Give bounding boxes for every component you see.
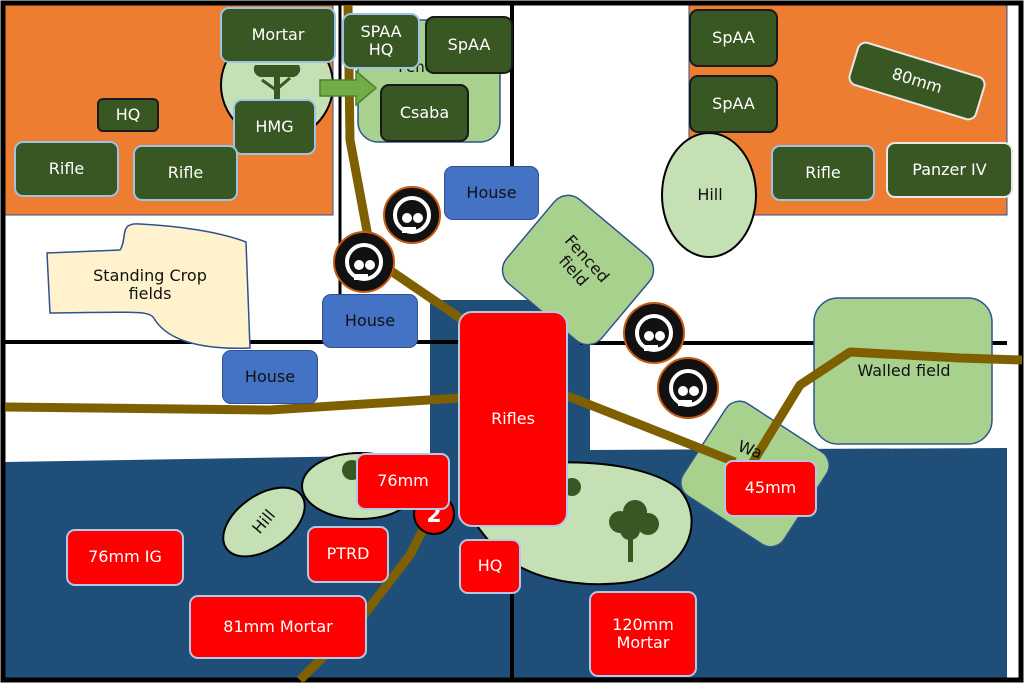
axis-unit-spaa-hq[interactable]: SPAA HQ	[342, 13, 420, 69]
arrow-right-icon	[319, 69, 378, 107]
skull-icon[interactable]	[333, 231, 395, 293]
tree-icon	[253, 65, 301, 105]
axis-unit-rifle[interactable]: Rifle	[14, 141, 119, 197]
skull-icon[interactable]	[383, 186, 441, 244]
soviet-unit-45mm[interactable]: 45mm	[724, 460, 817, 517]
soviet-unit-76mm-ig[interactable]: 76mm IG	[66, 529, 184, 586]
house[interactable]: House	[322, 294, 418, 348]
skull-icon[interactable]	[623, 302, 685, 364]
standing-crop-label: Standing Crop fields	[93, 265, 207, 303]
standing-crop-field	[46, 223, 251, 349]
soviet-unit-rifles[interactable]: Rifles	[458, 311, 568, 527]
axis-unit-panzer-iv[interactable]: Panzer IV	[886, 142, 1013, 198]
soviet-unit-120mm-mortar[interactable]: 120mm Mortar	[589, 591, 697, 677]
axis-unit-spaa[interactable]: SpAA	[689, 9, 778, 67]
hill-right-label: Hill	[697, 184, 723, 204]
soviet-unit-81mm-mortar[interactable]: 81mm Mortar	[189, 595, 367, 659]
axis-unit-hq[interactable]: HQ	[97, 98, 159, 132]
house[interactable]: House	[444, 166, 539, 220]
soviet-unit-hq[interactable]: HQ	[459, 539, 521, 594]
hill-bottom-left	[222, 486, 306, 558]
house[interactable]: House	[222, 350, 318, 404]
soviet-unit-ptrd[interactable]: PTRD	[307, 526, 389, 583]
axis-unit-spaa[interactable]: SpAA	[689, 75, 778, 133]
axis-unit-mortar[interactable]: Mortar	[220, 7, 336, 63]
axis-unit-rifle[interactable]: Rifle	[133, 145, 238, 201]
axis-unit-rifle[interactable]: Rifle	[771, 145, 875, 201]
skull-icon[interactable]	[657, 357, 719, 419]
roads	[4, 4, 1023, 684]
axis-unit-spaa[interactable]: SpAA	[425, 16, 513, 74]
soviet-unit-76mm[interactable]: 76mm	[356, 453, 450, 510]
walled-field-label: Walled field	[857, 360, 951, 380]
axis-unit-hmg[interactable]: HMG	[233, 99, 316, 155]
axis-unit-csaba[interactable]: Csaba	[380, 84, 469, 142]
hill-right	[661, 132, 757, 258]
